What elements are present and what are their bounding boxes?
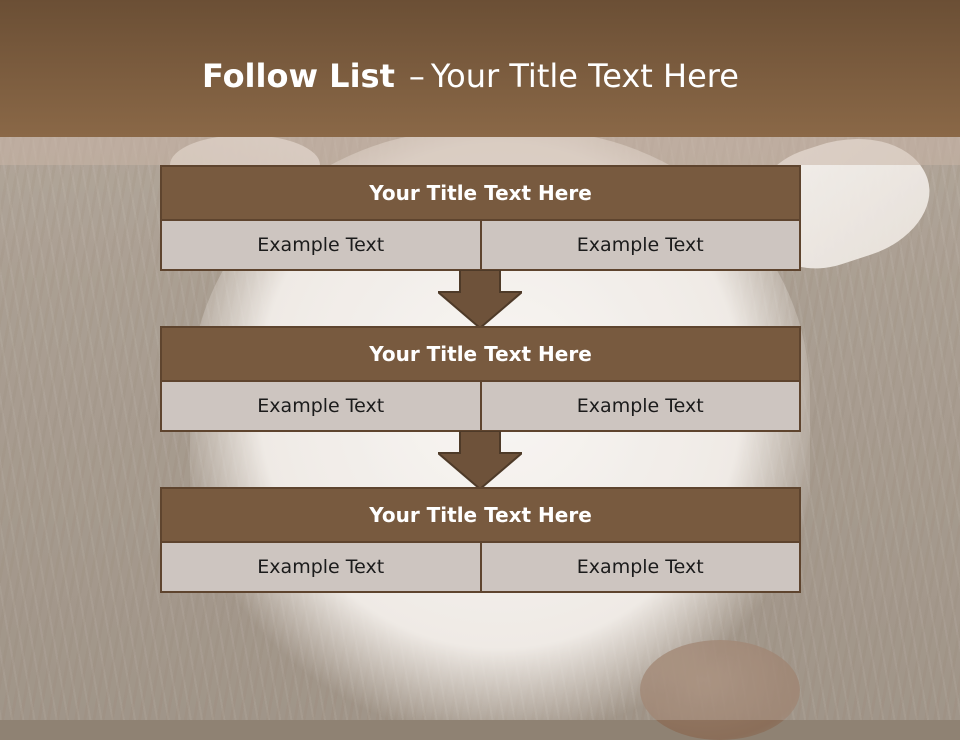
block-cell-right: Example Text (481, 543, 801, 593)
title-strip (0, 137, 960, 165)
block-row: Example Text Example Text (160, 382, 801, 432)
title-strong: Follow List (202, 57, 395, 95)
down-arrow-icon (438, 431, 522, 489)
title-bar (0, 0, 960, 137)
block-cell-left: Example Text (160, 382, 482, 432)
block-title: Your Title Text Here (160, 326, 801, 382)
slide-title: Follow List–Your Title Text Here (202, 56, 739, 96)
flow-block-2: Your Title Text Here Example Text Exampl… (160, 326, 801, 432)
block-row: Example Text Example Text (160, 543, 801, 593)
block-cell-right: Example Text (481, 221, 801, 271)
flow-block-3: Your Title Text Here Example Text Exampl… (160, 487, 801, 593)
block-title: Your Title Text Here (160, 165, 801, 221)
title-separator: – (408, 57, 425, 95)
block-cell-left: Example Text (160, 543, 482, 593)
block-title: Your Title Text Here (160, 487, 801, 543)
block-row: Example Text Example Text (160, 221, 801, 271)
down-arrow-icon (438, 270, 522, 328)
block-cell-left: Example Text (160, 221, 482, 271)
block-cell-right: Example Text (481, 382, 801, 432)
flow-block-1: Your Title Text Here Example Text Exampl… (160, 165, 801, 271)
title-rest: Your Title Text Here (430, 57, 739, 95)
